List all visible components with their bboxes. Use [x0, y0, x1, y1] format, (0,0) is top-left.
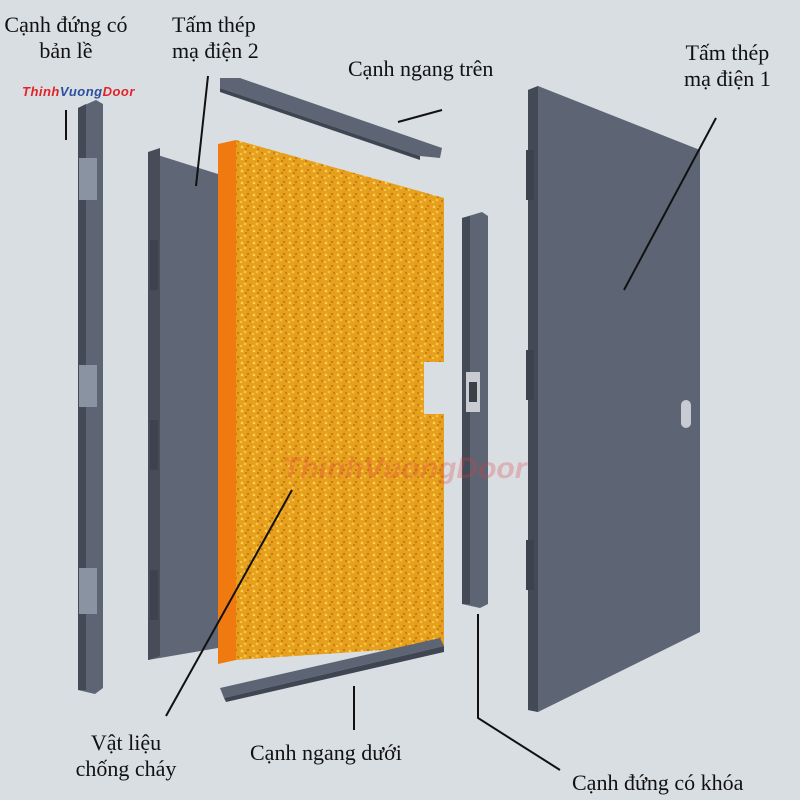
steel-sheet-2 — [148, 148, 218, 660]
steel-sheet-1 — [526, 86, 700, 712]
label-bottom-rail: Cạnh ngang dưới — [250, 740, 402, 765]
fireproof-core — [218, 140, 446, 664]
leader-steel-sheet-1 — [623, 117, 717, 291]
label-hinge-side: Cạnh đứng có bản lề — [4, 12, 128, 63]
leader-lock-side — [477, 614, 561, 771]
label-top-rail: Cạnh ngang trên — [348, 56, 494, 81]
hinge-plate — [79, 158, 97, 200]
top-rail — [220, 78, 442, 160]
leader-steel-sheet-2 — [195, 75, 209, 187]
hinge-plate — [79, 568, 97, 614]
brand-watermark: ThinhVuongDoor — [282, 452, 527, 485]
label-fireproof: Vật liệu chống cháy — [75, 730, 177, 781]
bottom-rail — [220, 638, 444, 702]
hinge-side-stile — [78, 100, 103, 694]
leader-top-rail — [397, 109, 443, 123]
leader-lines — [65, 75, 717, 771]
leader-fireproof — [165, 489, 293, 717]
hinge-plate — [79, 365, 97, 407]
lock-side-stile — [462, 212, 488, 608]
label-steel-sheet-1: Tấm thép mạ điện 1 — [684, 40, 771, 91]
label-lock-side: Cạnh đứng có khóa — [572, 770, 744, 795]
handle-hole — [681, 400, 691, 428]
brand-logo: ThinhVuongDoor — [22, 84, 135, 99]
label-steel-sheet-2: Tấm thép mạ điện 2 — [172, 12, 259, 63]
